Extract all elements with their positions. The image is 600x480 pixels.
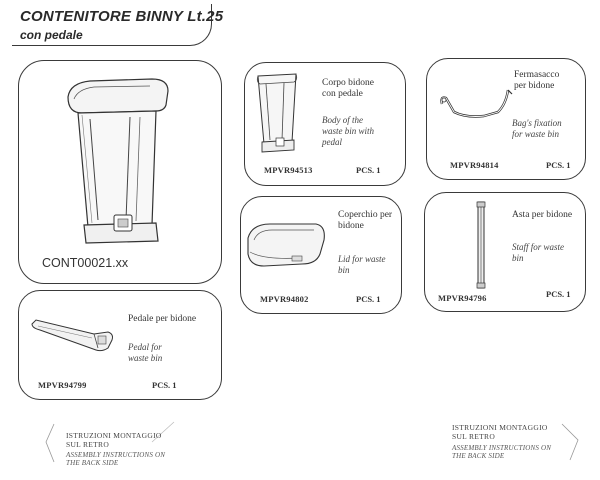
instruction-bracket-left <box>45 421 175 463</box>
part-label-en: Lid for waste bin <box>338 254 386 275</box>
bag-fixation-icon <box>440 89 513 118</box>
instructions-en-left: ASSEMBLY INSTRUCTIONS ON THE BACK SIDE <box>66 451 166 467</box>
part-label-it: Pedale per bidone <box>128 314 197 324</box>
instructions-it-left: ISTRUZIONI MONTAGGIO SUL RETRO <box>66 431 162 449</box>
part-qty: PCS. 1 <box>546 160 571 170</box>
part-label-en: Body of the waste bin with pedal <box>322 115 375 147</box>
staff-icon <box>476 201 486 289</box>
page-title: CONTENITORE BINNY Lt.25 <box>20 8 224 25</box>
part-card-pedal <box>18 290 222 400</box>
bin-body-icon <box>256 73 298 153</box>
waste-bin-icon <box>67 78 169 244</box>
part-label-en: Pedal for waste bin <box>128 342 163 363</box>
part-code: MPVR94796 <box>438 293 487 303</box>
pedal-icon <box>31 319 113 352</box>
lid-icon <box>247 223 325 267</box>
part-qty: PCS. 1 <box>356 294 381 304</box>
instructions-it-right: ISTRUZIONI MONTAGGIO SUL RETRO <box>452 423 548 441</box>
part-code: MPVR94513 <box>264 165 313 175</box>
part-code: MPVR94802 <box>260 294 309 304</box>
part-card-bag-fixation <box>426 58 586 180</box>
part-label-it: Asta per bidone <box>512 210 573 220</box>
instruction-bracket-right <box>561 423 579 461</box>
main-product-code: CONT00021.xx <box>42 256 129 270</box>
part-qty: PCS. 1 <box>546 289 571 299</box>
page-subtitle: con pedale <box>20 28 83 42</box>
title-frame <box>12 4 212 46</box>
part-label-en: Staff for waste bin <box>512 242 565 263</box>
instructions-en-right: ASSEMBLY INSTRUCTIONS ON THE BACK SIDE <box>452 444 552 460</box>
part-label-it: Fermasacco per bidone <box>514 70 560 91</box>
part-label-en: Bag's fixation for waste bin <box>512 118 562 139</box>
part-code: MPVR94799 <box>38 380 87 390</box>
part-label-it: Corpo bidone con pedale <box>322 78 374 99</box>
part-card-staff <box>424 192 586 312</box>
part-code: MPVR94814 <box>450 160 499 170</box>
part-qty: PCS. 1 <box>152 380 177 390</box>
part-qty: PCS. 1 <box>356 165 381 175</box>
part-label-it: Coperchio per bidone <box>338 210 393 231</box>
